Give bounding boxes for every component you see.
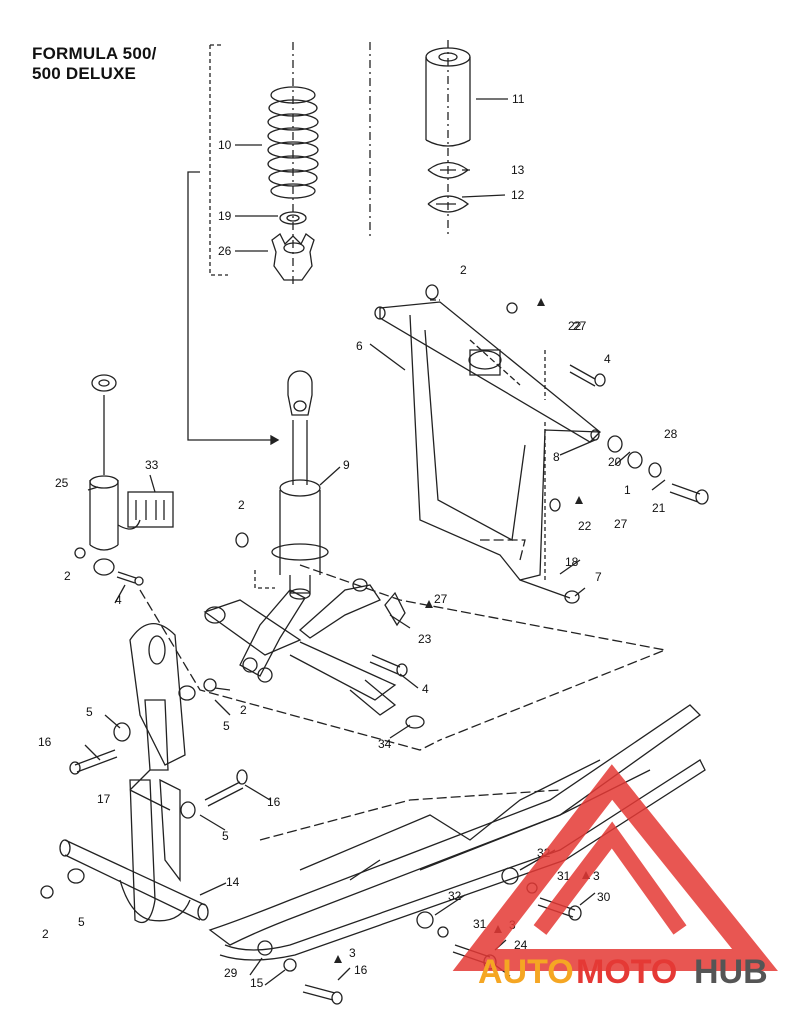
- callout-3a: 3: [349, 946, 356, 960]
- callout-5c: 5: [222, 829, 229, 843]
- callout-28: 28: [664, 427, 678, 441]
- callout-4b: 4: [115, 593, 122, 607]
- callout-29: 29: [224, 966, 238, 980]
- callout-14: 14: [226, 875, 240, 889]
- callout-21: 21: [652, 501, 666, 515]
- callout-9: 9: [343, 458, 350, 472]
- callout-13: 13: [511, 163, 525, 177]
- watermark-text: AUTO MOTO HUB: [478, 953, 768, 991]
- callout-2b: 2: [238, 498, 245, 512]
- callout-31a: 31: [557, 869, 571, 883]
- callout-20: 20: [608, 455, 622, 469]
- callout-34: 34: [378, 737, 392, 751]
- callout-30: 30: [597, 890, 611, 904]
- callout-17: 17: [97, 792, 111, 806]
- diagram-title-line2: 500 DELUXE: [32, 64, 137, 83]
- callout-19: 19: [218, 209, 232, 223]
- callout-27c: 27: [434, 592, 448, 606]
- callout-4c: 4: [422, 682, 429, 696]
- watermark-logo: [452, 764, 778, 971]
- callout-24: 24: [514, 938, 528, 952]
- callout-11: 11: [512, 92, 525, 106]
- callout-18: 18: [565, 555, 579, 569]
- callout-16c: 16: [354, 963, 368, 977]
- callout-3b: 3: [593, 869, 600, 883]
- callout-2d: 2: [240, 703, 247, 717]
- callout-26: 26: [218, 244, 232, 258]
- watermark-moto: MOTO: [576, 953, 677, 991]
- coil-spring-10: [267, 86, 319, 199]
- callout-2c: 2: [64, 569, 71, 583]
- callout-1: 1: [624, 483, 631, 497]
- callout-15: 15: [250, 976, 264, 990]
- callout-22a: 22: [568, 319, 582, 333]
- callout-25: 25: [55, 476, 69, 490]
- watermark-hub: HUB: [694, 953, 768, 991]
- callout-32b: 32: [448, 889, 462, 903]
- callout-16b: 16: [267, 795, 281, 809]
- callout-5b: 5: [86, 705, 93, 719]
- callout-23: 23: [418, 632, 432, 646]
- callout-27-visible: 27: [573, 319, 587, 333]
- callout-2a: 2: [460, 263, 467, 277]
- callout-22b: 22: [578, 519, 592, 533]
- callout-6: 6: [356, 339, 363, 353]
- callout-7: 7: [595, 570, 602, 584]
- callout-27b: 27: [614, 517, 628, 531]
- diagram-title-line1: FORMULA 500/: [32, 44, 157, 63]
- callout-10: 10: [218, 138, 232, 152]
- callout-8: 8: [553, 450, 560, 464]
- callout-33: 33: [145, 458, 159, 472]
- callout-2e: 2: [42, 927, 49, 941]
- callout-16a: 16: [38, 735, 52, 749]
- watermark-auto: AUTO: [478, 953, 574, 991]
- callout-31b: 31: [473, 917, 487, 931]
- callout-5a: 5: [223, 719, 230, 733]
- callout-5d: 5: [78, 915, 85, 929]
- callout-12: 12: [511, 188, 525, 202]
- callout-4a: 4: [604, 352, 611, 366]
